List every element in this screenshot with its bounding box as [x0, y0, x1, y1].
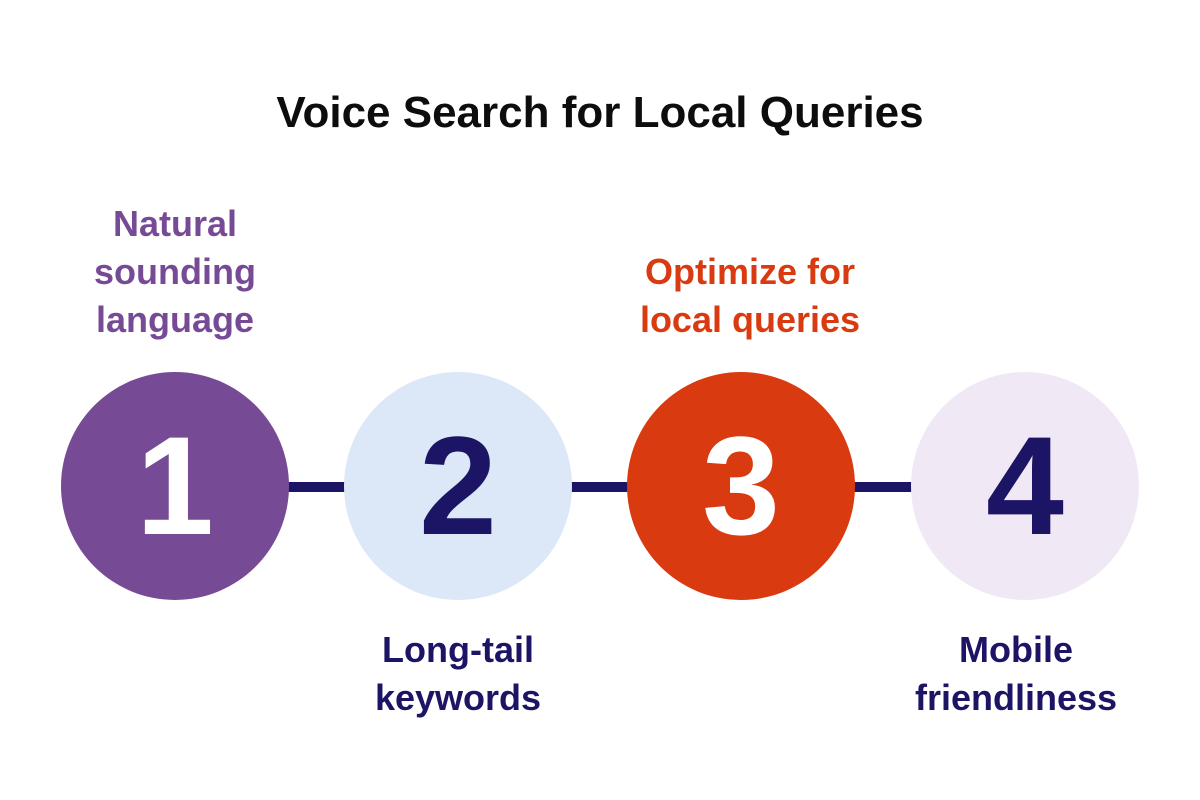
step-3-circle: 3	[627, 372, 855, 600]
step-2-label-line: Long-tail	[382, 629, 534, 670]
step-4-label-line: friendliness	[914, 677, 1118, 718]
step-2-label-line: keywords	[374, 677, 542, 718]
step-1-label-line: sounding	[94, 251, 256, 292]
step-3-label-line: local queries	[639, 299, 861, 340]
connector-line-3-4	[850, 482, 930, 492]
step-1-label-line: language	[95, 299, 255, 340]
step-4-label-line: Mobile	[959, 629, 1073, 670]
step-1-number: 1	[136, 407, 214, 564]
step-1-label: Natural sounding language	[15, 200, 335, 344]
connector-line-2-3	[565, 482, 645, 492]
step-2-circle: 2	[344, 372, 572, 600]
step-3-number: 3	[702, 407, 780, 564]
step-2-number: 2	[419, 407, 497, 564]
step-1-label-line: Natural	[112, 203, 238, 244]
step-3-label: Optimize for local queries	[590, 248, 910, 344]
diagram-title: Voice Search for Local Queries	[276, 88, 924, 137]
step-4-circle: 4	[911, 372, 1139, 600]
step-2-label: Long-tail keywords	[298, 626, 618, 722]
connector-line-1-2	[280, 482, 360, 492]
step-1-circle: 1	[61, 372, 289, 600]
step-4-number: 4	[986, 407, 1064, 564]
step-3-label-line: Optimize for	[644, 251, 855, 292]
step-4-label: Mobile friendliness	[856, 626, 1176, 722]
